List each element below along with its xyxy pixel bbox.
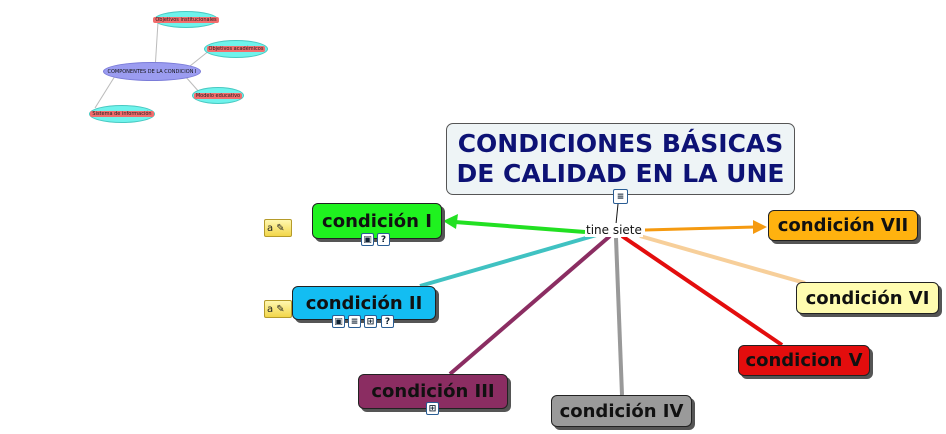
mini-map-node[interactable]: Sistema de información <box>89 105 155 123</box>
note-icon[interactable]: a ✎ <box>264 300 292 318</box>
title-line-1: CONDICIONES BÁSICAS <box>457 129 784 158</box>
title-line-2: DE CALIDAD EN LA UNE <box>456 159 785 188</box>
node-condicion-5[interactable]: condicion V <box>738 345 870 376</box>
node-condicion-7[interactable]: condición VII <box>768 210 918 241</box>
node-label: condición VII <box>777 215 909 236</box>
title-node[interactable]: CONDICIONES BÁSICAS DE CALIDAD EN LA UNE <box>446 123 795 195</box>
image-icon[interactable]: ▣ <box>332 315 345 328</box>
image-icon[interactable]: ▣ <box>361 233 374 246</box>
mini-map-node[interactable]: Objetivos académicos <box>204 40 268 58</box>
mini-map-node-label: Modelo educativo <box>193 92 243 99</box>
node-condicion-4[interactable]: condición IV <box>551 395 692 427</box>
concept-map-icon[interactable]: ⊞ <box>426 402 439 415</box>
concept-map-icon[interactable]: ⊞ <box>364 315 377 328</box>
link-c6 <box>639 234 806 285</box>
link-c4 <box>614 237 624 396</box>
mini-link-4 <box>94 75 116 109</box>
note-icon[interactable]: a ✎ <box>264 219 292 237</box>
node-label: condición III <box>371 381 495 402</box>
node-label: condición VI <box>805 287 930 309</box>
mini-map-node-label: Objetivos institucionales <box>153 16 219 23</box>
document-icon[interactable]: ≡ <box>348 315 361 328</box>
link-title <box>615 203 619 225</box>
node-condicion-3[interactable]: condición III <box>358 374 508 409</box>
question-icon[interactable]: ? <box>381 315 394 328</box>
document-icon[interactable]: ≡ <box>613 189 628 204</box>
link-c7 <box>644 225 756 232</box>
mini-map-node[interactable]: Modelo educativo <box>192 87 244 104</box>
node-label: condicion V <box>745 350 863 371</box>
link-c5 <box>620 234 784 347</box>
node-condicion-1[interactable]: condición I <box>312 203 442 239</box>
node-label: condición II <box>305 292 423 314</box>
node-label: condición IV <box>559 400 684 422</box>
node-condicion-6[interactable]: condición VI <box>796 282 939 314</box>
mini-map-node[interactable]: Objetivos institucionales <box>153 11 219 28</box>
mini-map-node-label: Objetivos académicos <box>206 46 266 52</box>
link-c2 <box>419 232 601 288</box>
arrow-c1 <box>443 214 458 229</box>
mini-map-center-node[interactable]: COMPONENTES DE LA CONDICION I <box>103 62 201 81</box>
arrow-c7 <box>753 220 767 234</box>
linking-phrase[interactable]: tine siete <box>585 223 643 237</box>
mini-map-center-label: COMPONENTES DE LA CONDICION I <box>107 68 197 75</box>
node-label: condición I <box>322 210 432 232</box>
question-icon[interactable]: ? <box>377 233 390 246</box>
link-c3 <box>448 234 612 376</box>
link-c1 <box>454 220 586 234</box>
node-condicion-2[interactable]: condición II <box>292 286 436 320</box>
mini-map-node-label: Sistema de información <box>90 111 154 117</box>
